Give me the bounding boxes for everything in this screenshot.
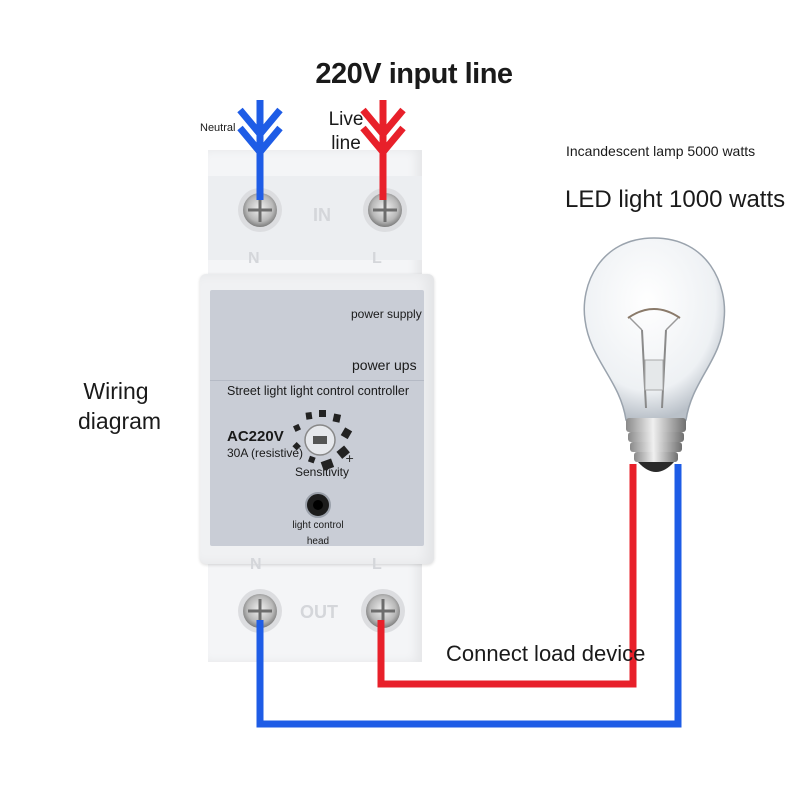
label-incandescent: Incandescent lamp 5000 watts [566, 143, 756, 159]
label-connect-load: Connect load device [446, 641, 646, 666]
screw-terminal-icon [361, 589, 405, 633]
sensor-icon [305, 492, 331, 518]
label-wiring-diagram: Wiring diagram [78, 378, 162, 434]
terminal-out-label: OUT [300, 602, 338, 622]
bulb-icon [583, 237, 726, 472]
label-led: LED light 1000 watts [565, 186, 786, 213]
screw-terminal-icon [238, 589, 282, 633]
live-output-wire [377, 464, 637, 688]
panel-divider [210, 380, 424, 381]
neutral-output-wire [256, 464, 682, 728]
screw-terminal-icon [238, 188, 282, 232]
screw-terminal-icon [363, 188, 407, 232]
terminal-n-top-label: N [248, 250, 260, 267]
terminal-l-top-label: L [372, 250, 382, 267]
arrow-down-icon [237, 107, 283, 140]
panel-sensor-label: light control head [292, 520, 344, 547]
panel-power-supply: power supply [351, 307, 422, 321]
panel-power-ups: power ups [352, 357, 417, 373]
svg-text:+: + [345, 452, 354, 465]
arrow-down-icon [360, 107, 406, 140]
panel-sensitivity: Sensitivity [295, 465, 350, 479]
terminal-in-label: IN [313, 205, 331, 225]
label-neutral: Neutral [200, 122, 236, 134]
terminal-l-bottom-label: L [372, 556, 382, 573]
live-input-wire [360, 100, 406, 200]
terminal-n-bottom-label: N [250, 556, 262, 573]
panel-voltage: AC220V [227, 428, 284, 445]
panel-current: 30A (resistive) [227, 446, 304, 460]
diagram-title: 220V input line [315, 58, 513, 90]
label-live-line: Live line [328, 109, 364, 154]
dial-icon: + [292, 410, 354, 471]
panel-device-name: Street light light control controller [227, 384, 410, 398]
neutral-input-wire [237, 100, 283, 200]
